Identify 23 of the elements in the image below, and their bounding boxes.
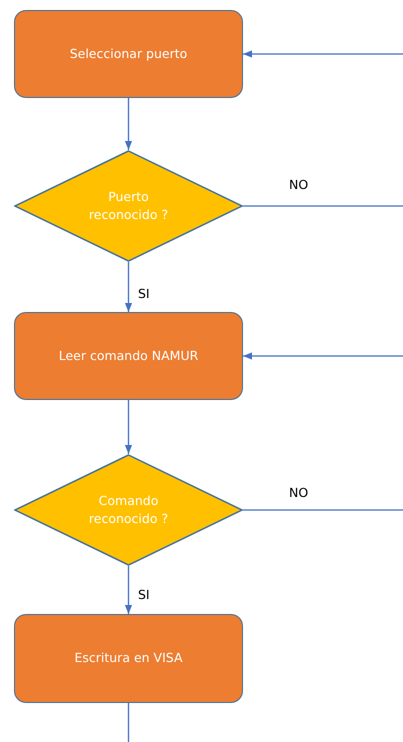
edge-label: SI [138, 286, 150, 301]
arrow [124, 262, 132, 312]
edge-label: NO [289, 485, 308, 500]
decision-diamond [14, 150, 243, 262]
arrow [124, 98, 132, 150]
edge-label: NO [289, 177, 308, 192]
node-text: Comando reconocido ? [88, 492, 168, 528]
arrow [243, 50, 403, 58]
connector-line [128, 703, 130, 742]
node-text: Puerto reconocido ? [88, 188, 168, 224]
connector-line [243, 509, 403, 511]
process-box [14, 312, 243, 400]
node-text: Escritura en VISA [74, 649, 183, 668]
process-box [14, 614, 243, 703]
node-text: Seleccionar puerto [70, 44, 188, 63]
process-box [14, 10, 243, 98]
arrow [124, 400, 132, 454]
arrow [243, 352, 403, 360]
node-text: Leer comando NAMUR [58, 346, 198, 365]
edge-label: SI [138, 587, 150, 602]
arrow [124, 566, 132, 614]
connector-line [243, 205, 403, 207]
decision-diamond [14, 454, 243, 566]
